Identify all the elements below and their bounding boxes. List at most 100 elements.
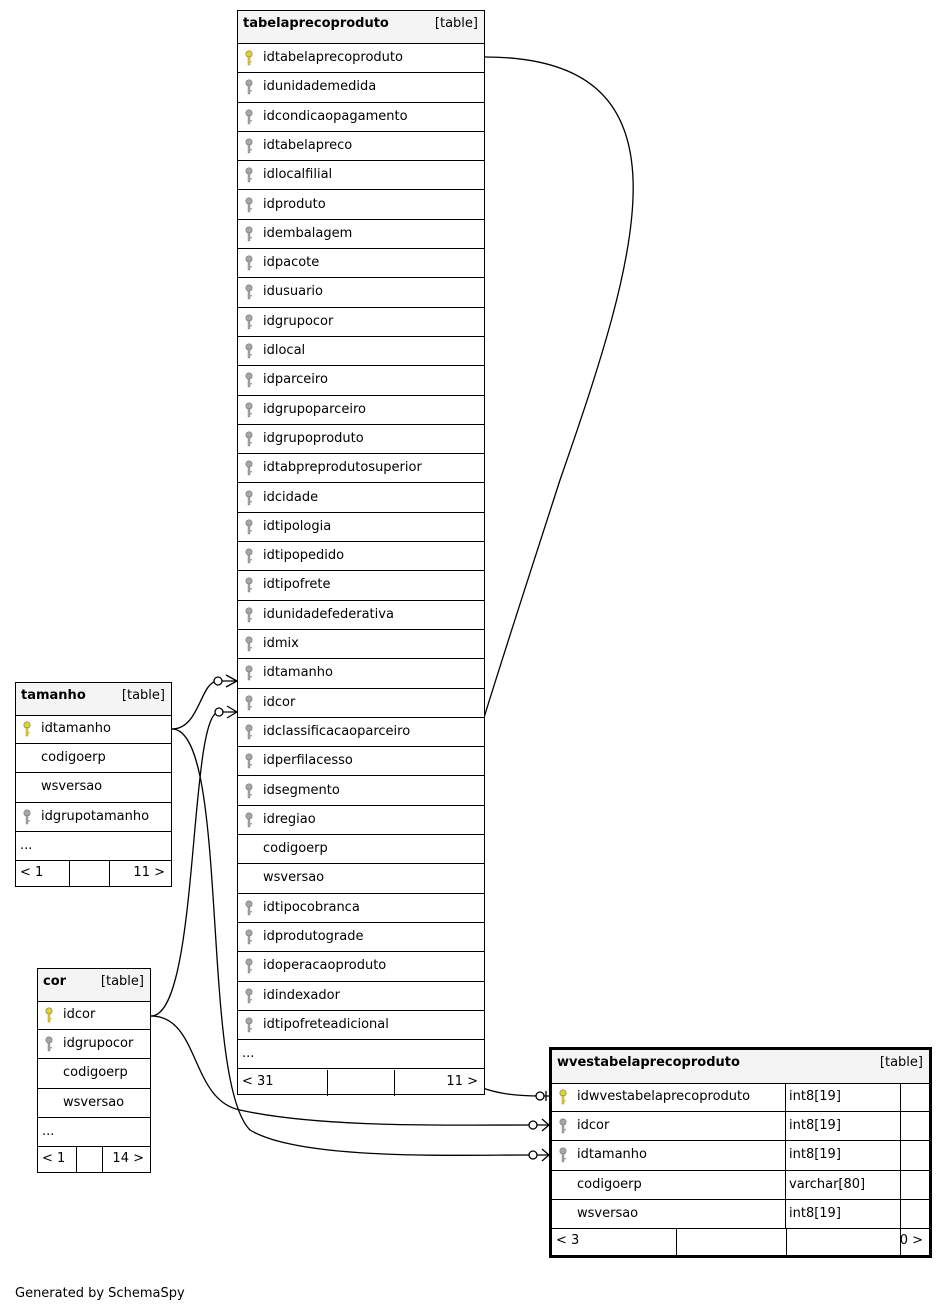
parent-count[interactable]: < 3 — [556, 1233, 580, 1248]
column-name: idtamanho — [577, 1147, 647, 1163]
table-footer: < 1 14 > — [38, 1147, 150, 1172]
column-row[interactable]: idsegmento — [238, 777, 484, 806]
column-name: idgrupoproduto — [263, 430, 364, 446]
column-row[interactable]: idindexador — [238, 982, 484, 1011]
column-row[interactable]: idtipologia — [238, 513, 484, 543]
column-name: idtamanho — [263, 665, 333, 681]
column-row[interactable]: codigoerp — [38, 1059, 150, 1089]
relationship-line-cor-idcor — [150, 711, 220, 1017]
column-row[interactable]: idtamanho — [238, 659, 484, 689]
column-row[interactable]: idunidademedida — [238, 73, 484, 103]
column-name: idregiao — [263, 811, 316, 827]
column-row[interactable]: wsversao — [38, 1089, 150, 1118]
column-row[interactable]: idgrupoparceiro — [238, 396, 484, 425]
column-divider — [900, 1112, 901, 1141]
column-row[interactable]: idperfilacesso — [238, 747, 484, 777]
more-columns-label: ... — [242, 1046, 255, 1062]
column-row[interactable]: codigoerp — [16, 744, 171, 774]
column-row[interactable]: idlocalfilial — [238, 161, 484, 191]
parent-count[interactable]: < 31 — [242, 1073, 274, 1089]
column-name: idcor — [263, 694, 296, 710]
more-columns-row[interactable]: ... — [38, 1118, 150, 1147]
column-name: idtipofrete — [263, 577, 331, 593]
table-header: cor [table] — [38, 969, 150, 1002]
table-kind: [table] — [121, 688, 165, 703]
more-columns-row[interactable]: ... — [16, 832, 171, 861]
column-row[interactable]: idprodutograde — [238, 923, 484, 953]
column-divider — [900, 1170, 901, 1199]
column-row[interactable]: wsversao — [16, 773, 171, 803]
column-row[interactable]: idparceiro — [238, 366, 484, 396]
column-row[interactable]: idtipopedido — [238, 542, 484, 572]
column-name: idgrupoparceiro — [263, 401, 366, 417]
column-row[interactable]: idcor — [238, 689, 484, 718]
column-row[interactable]: idtabelaprecoproduto — [238, 44, 484, 74]
column-row[interactable]: idproduto — [238, 191, 484, 220]
more-columns-row[interactable]: ... — [238, 1040, 484, 1070]
column-row[interactable]: idembalagem — [238, 220, 484, 250]
column-row[interactable]: idgrupocor — [238, 308, 484, 337]
column-row[interactable]: idgrupoproduto — [238, 425, 484, 455]
column-row[interactable]: idgrupotamanho — [16, 803, 171, 832]
column-row[interactable]: idtamanho — [16, 715, 171, 745]
foreign-key-icon — [244, 138, 254, 154]
column-name: idgrupotamanho — [41, 808, 150, 824]
foreign-key-icon — [244, 314, 254, 330]
footer-divider — [69, 861, 70, 886]
column-row[interactable]: idmix — [238, 630, 484, 660]
column-name: wsversao — [577, 1205, 639, 1221]
child-count[interactable]: 11 > — [446, 1073, 478, 1089]
child-count[interactable]: 11 > — [133, 865, 165, 880]
parent-count[interactable]: < 1 — [20, 865, 44, 880]
foreign-key-icon — [558, 1147, 568, 1163]
column-row[interactable]: idunidadefederativa — [238, 601, 484, 630]
column-row[interactable]: idcondicaopagamento — [238, 103, 484, 132]
child-count[interactable]: 0 > — [899, 1233, 923, 1248]
column-row[interactable]: idoperacaoproduto — [238, 952, 484, 982]
column-row[interactable]: idregiao — [238, 806, 484, 836]
column-row[interactable]: idtabpreprodutosuperior — [238, 454, 484, 484]
child-count[interactable]: 14 > — [112, 1151, 144, 1166]
table-tabelaprecoproduto[interactable]: tabelaprecoproduto [table] idtabelapreco… — [237, 10, 485, 1096]
column-row[interactable]: idpacote — [238, 249, 484, 279]
column-row[interactable]: idtipofreteadicional — [238, 1011, 484, 1041]
column-row[interactable]: wsversao — [238, 864, 484, 894]
table-kind: [table] — [434, 16, 478, 31]
foreign-key-icon — [244, 226, 254, 242]
more-columns-label: ... — [42, 1123, 55, 1139]
column-row[interactable]: idusuario — [238, 278, 484, 308]
relationship-line-wv-idtamanho — [171, 728, 530, 1156]
column-name: idlocalfilial — [263, 167, 333, 183]
column-row[interactable]: idtipocobranca — [238, 894, 484, 923]
column-row[interactable]: idlocal — [238, 337, 484, 367]
column-row[interactable]: idcor — [38, 1001, 150, 1031]
column-row[interactable]: idclassificacaoparceiro — [238, 718, 484, 748]
column-row[interactable]: idcidade — [238, 484, 484, 513]
column-name: codigoerp — [41, 750, 106, 766]
table-wvestabelaprecoproduto[interactable]: wvestabelaprecoproduto [table] idwvestab… — [549, 1047, 932, 1258]
column-name: idpacote — [263, 255, 320, 271]
column-row[interactable]: idtipofrete — [238, 571, 484, 601]
column-name: idlocal — [263, 343, 306, 358]
optional-marker — [214, 707, 224, 717]
column-name: wsversao — [263, 870, 325, 886]
foreign-key-icon — [244, 79, 254, 95]
one-marker — [544, 1091, 549, 1101]
table-kind: [table] — [100, 974, 144, 989]
column-name: idtipofreteadicional — [263, 1016, 389, 1032]
parent-count[interactable]: < 1 — [42, 1151, 66, 1166]
foreign-key-icon — [244, 607, 254, 623]
foreign-key-icon — [244, 577, 254, 593]
column-row[interactable]: idtabelapreco — [238, 132, 484, 162]
column-row[interactable]: idgrupocor — [38, 1030, 150, 1060]
foreign-key-icon — [244, 343, 254, 359]
column-name: idperfilacesso — [263, 753, 353, 769]
column-row[interactable]: codigoerp — [238, 835, 484, 865]
